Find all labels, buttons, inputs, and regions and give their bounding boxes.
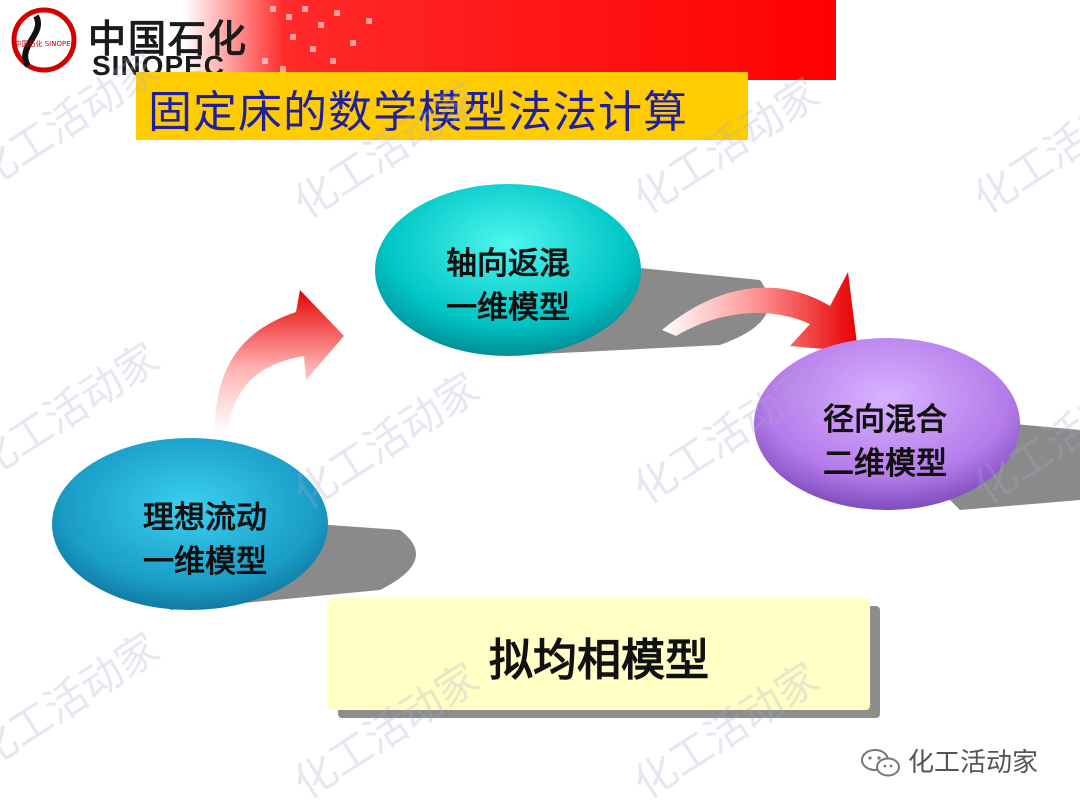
node-ellipse-ideal-flow (52, 438, 328, 610)
footer-account-name: 化工活动家 (908, 748, 1039, 778)
slide-title: 固定床的数学模型法法计算 (148, 87, 688, 138)
node-radial-mixing-line2: 二维模型 (823, 446, 947, 482)
sinopec-logo: 中国石化 SINOPEC (11, 7, 77, 73)
arrow-up-right (214, 290, 344, 432)
node-axial-dispersion-line1: 轴向返混 (446, 246, 570, 282)
summary-label: 拟均相模型 (489, 635, 709, 686)
header-banner (0, 0, 836, 80)
node-ideal-flow-line1: 理想流动 (143, 500, 267, 536)
node-radial-mixing-line1: 径向混合 (823, 402, 947, 438)
logo-badge-text: 中国石化 SINOPEC (14, 39, 75, 48)
wechat-icon (861, 749, 900, 777)
title-background (136, 72, 748, 140)
node-axial-dispersion-line2: 一维模型 (446, 290, 570, 326)
node-ideal-flow-line2: 一维模型 (143, 544, 267, 580)
logo-chinese-name: 中国石化 (88, 16, 249, 61)
arrow-down-right (662, 272, 858, 352)
node-ellipse-axial-dispersion (375, 184, 641, 356)
node-ellipse-radial-mixing (754, 338, 1020, 510)
node-axial-dispersion: 轴向返混 一维模型 (418, 242, 598, 330)
node-ideal-flow: 理想流动 一维模型 (110, 496, 300, 584)
node-radial-mixing: 径向混合 二维模型 (800, 398, 970, 486)
summary-box (328, 598, 870, 710)
